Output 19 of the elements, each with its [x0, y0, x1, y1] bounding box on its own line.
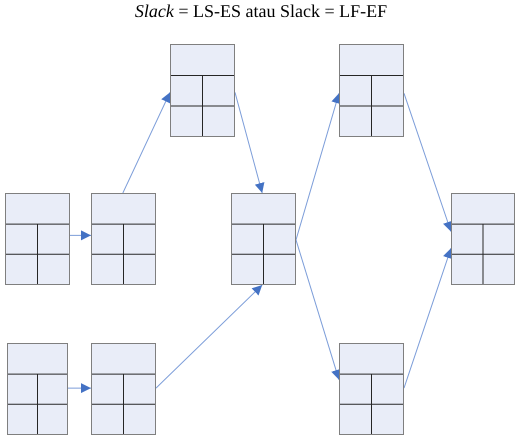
table-node-box: [451, 193, 515, 285]
table-node-box: [91, 343, 156, 435]
table-node-box: [231, 193, 296, 285]
table-node-box: [7, 343, 68, 435]
table-node-box: [170, 44, 235, 137]
title: Slack = LS-ES atau Slack = LF-EF: [134, 0, 388, 22]
arrow: [404, 92, 453, 232]
arrow: [122, 92, 170, 194]
arrow: [68, 383, 92, 394]
arrow: [296, 239, 341, 380]
arrow: [296, 92, 341, 240]
arrow: [156, 284, 263, 389]
table-node-box: [339, 343, 404, 435]
table-node-box: [5, 193, 70, 285]
arrow: [70, 230, 92, 240]
arrow: [234, 92, 264, 194]
table-node-box: [91, 193, 156, 285]
arrow: [404, 248, 453, 389]
table-node-box: [339, 44, 404, 137]
